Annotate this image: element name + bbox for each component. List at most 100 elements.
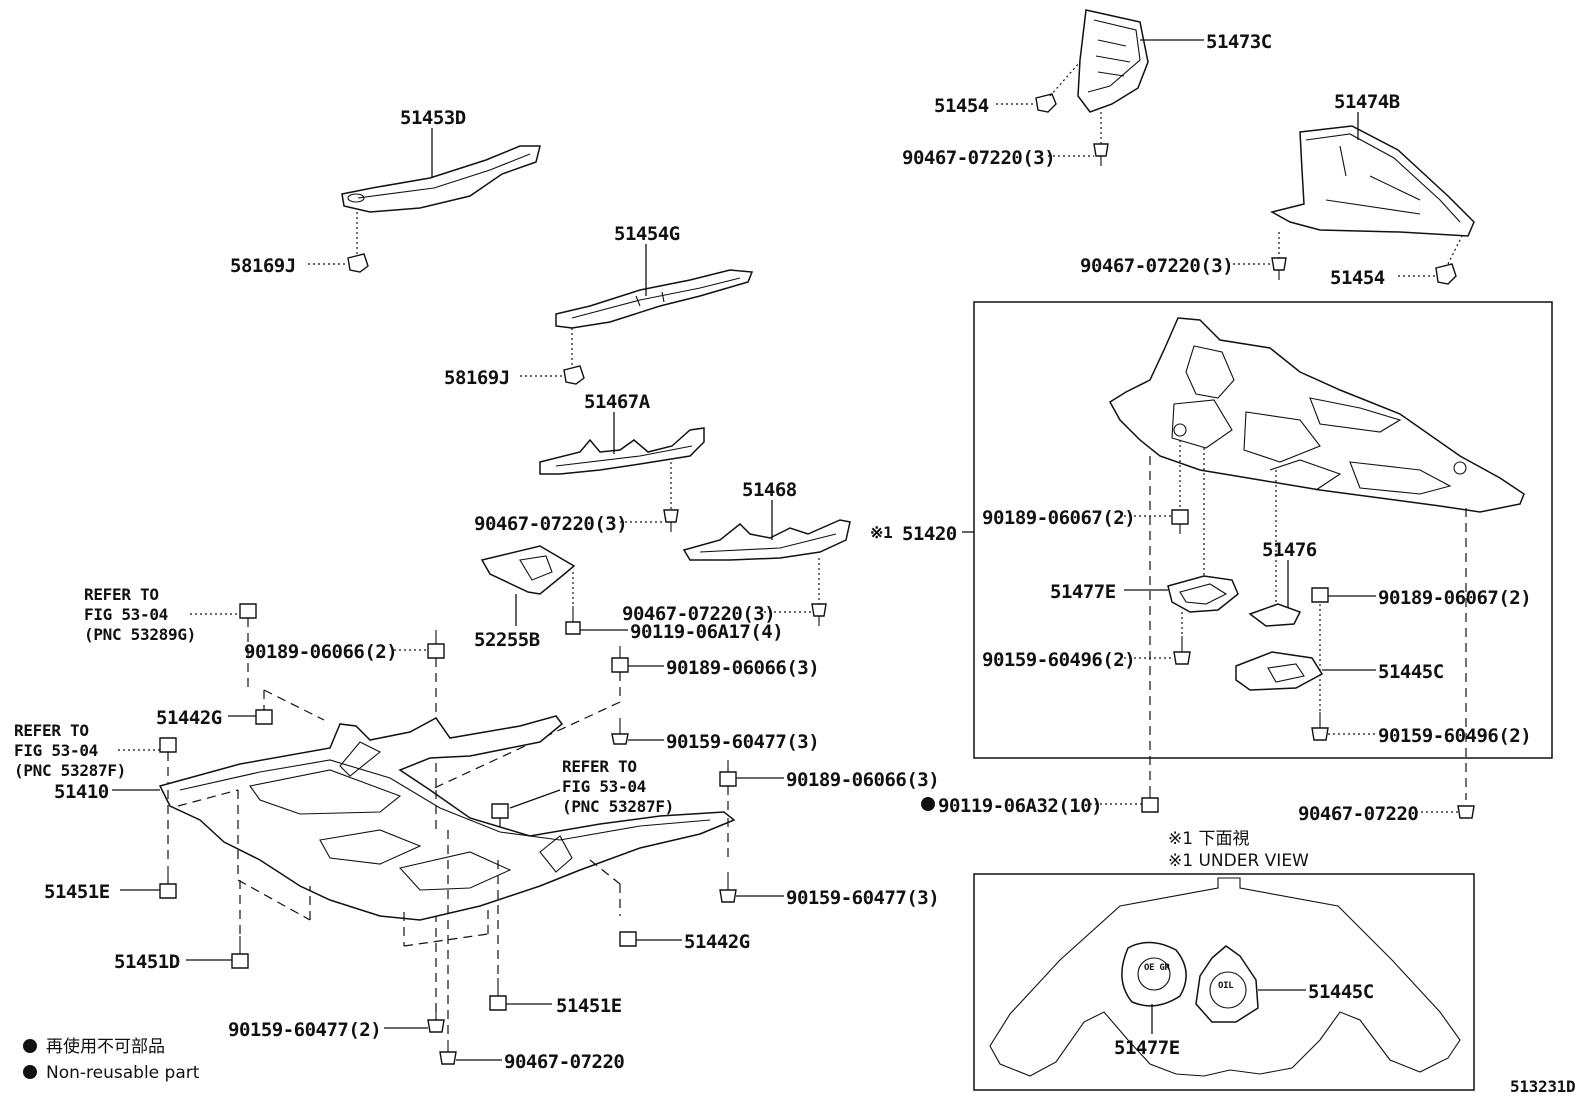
refer-1-line-2: FIG 53-04 — [84, 605, 168, 624]
label-51453D: 51453D — [400, 107, 466, 129]
label-51474B: 51474B — [1334, 91, 1400, 113]
legend-non-reusable-en: Non-reusable part — [46, 1063, 200, 1083]
label-51445C-a: 51445C — [1378, 661, 1444, 683]
label-90159-60477-2: 90159-60477(2) — [228, 1019, 381, 1041]
clip-refer-2[interactable] — [159, 737, 177, 753]
bolt-51451E-b[interactable] — [489, 978, 507, 1011]
label-51420-prefix: ※1 — [870, 523, 892, 542]
label-90159-60496-2-b: 90159-60496(2) — [1378, 725, 1531, 747]
refer-1-line-3: (PNC 53289G) — [84, 625, 196, 644]
label-90159-60477-3-b: 90159-60477(3) — [786, 887, 939, 909]
label-51451E-a: 51451E — [44, 881, 110, 903]
part-51420[interactable] — [1108, 317, 1525, 513]
bolt-90467-07220-lower[interactable] — [811, 603, 827, 626]
bolt-90159-60477-3-a[interactable] — [611, 718, 629, 745]
label-51451D: 51451D — [114, 951, 180, 973]
label-51477E-a: 51477E — [1050, 581, 1116, 603]
refer-2-line-3: (PNC 53287F) — [14, 761, 126, 780]
under-view-51477E[interactable]: OE GR — [1121, 941, 1187, 1007]
bolt-90467-07220-mid[interactable] — [663, 509, 679, 532]
under-view-en: ※1 UNDER VIEW — [1168, 851, 1309, 871]
label-90467-07220-box: 90467-07220 — [1298, 803, 1418, 825]
label-90467-07220-3-lower: 90467-07220(3) — [622, 603, 775, 625]
refer-2-line-1: REFER TO — [14, 721, 89, 740]
clip-51454-right[interactable] — [1435, 263, 1457, 285]
label-51454G: 51454G — [614, 223, 680, 245]
clip-58169J-a[interactable] — [347, 253, 369, 273]
label-51420: 51420 — [902, 523, 957, 545]
label-90189-06067-2-b: 90189-06067(2) — [1378, 587, 1531, 609]
clip-51442G-b[interactable] — [619, 931, 637, 947]
label-51467A: 51467A — [584, 391, 651, 413]
refer-3-line-2: FIG 53-04 — [562, 777, 646, 796]
label-90159-60477-3-a: 90159-60477(3) — [666, 731, 819, 753]
non-reusable-marker-jp — [23, 1039, 37, 1053]
legend-non-reusable-jp: 再使用不可部品 — [46, 1036, 165, 1057]
label-90189-06066-3-b: 90189-06066(3) — [786, 769, 939, 791]
label-51468: 51468 — [742, 479, 797, 501]
bolt-90159-60477-3-b[interactable] — [719, 872, 737, 903]
clip-refer-3[interactable] — [491, 803, 509, 819]
clip-90189-06067-b[interactable] — [1311, 587, 1329, 603]
label-90467-07220-3-right: 90467-07220(3) — [1080, 255, 1233, 277]
label-51473C: 51473C — [1206, 31, 1272, 53]
clip-58169J-b[interactable] — [563, 365, 585, 385]
bolt-90467-07220-right[interactable] — [1271, 257, 1287, 280]
label-51442G-a: 51442G — [156, 707, 222, 729]
label-51445C-b: 51445C — [1308, 981, 1374, 1003]
under-view-jp: ※1 下面視 — [1168, 829, 1249, 849]
non-reusable-marker-en — [23, 1065, 37, 1079]
clip-51442G-a[interactable] — [255, 709, 273, 725]
label-90189-06066-2: 90189-06066(2) — [244, 641, 397, 663]
under-view-cover — [989, 877, 1461, 1077]
label-90189-06066-3-a: 90189-06066(3) — [666, 657, 819, 679]
part-51476[interactable] — [1248, 603, 1302, 627]
clip-90189-06067-a[interactable] — [1171, 509, 1189, 534]
detail-box-51420 — [973, 301, 1553, 759]
clip-refer-1[interactable] — [239, 603, 257, 619]
bolt-90159-60496-a[interactable] — [1173, 636, 1191, 665]
part-51454G[interactable] — [555, 269, 754, 329]
part-52255B[interactable] — [480, 545, 576, 595]
label-90467-07220-3-top: 90467-07220(3) — [902, 147, 1055, 169]
part-51474B[interactable] — [1269, 125, 1475, 237]
clip-90189-06066-3-a[interactable] — [611, 646, 629, 673]
part-51468[interactable] — [682, 519, 851, 561]
bolt-90467-07220-box[interactable] — [1457, 805, 1475, 819]
clip-51454-top[interactable] — [1035, 93, 1057, 113]
bolt-90159-60496-b[interactable] — [1311, 712, 1329, 741]
label-51442G-b: 51442G — [684, 931, 750, 953]
part-51473C[interactable] — [1077, 9, 1149, 113]
label-58169J-a: 58169J — [230, 255, 296, 277]
label-90119-06A32: 90119-06A32(10) — [938, 795, 1102, 817]
refer-3-line-3: (PNC 53287F) — [562, 797, 674, 816]
part-51477E[interactable] — [1167, 575, 1239, 613]
label-51454-top: 51454 — [934, 95, 989, 117]
part-51467A[interactable] — [539, 427, 705, 475]
bolt-90119-06A17[interactable] — [565, 606, 581, 635]
label-90189-06067-2-a: 90189-06067(2) — [982, 507, 1135, 529]
bolt-90119-06A32[interactable] — [1141, 790, 1159, 813]
figure-code: 513231D — [1510, 1077, 1575, 1096]
label-51454-right: 51454 — [1330, 267, 1385, 289]
clip-90189-06066-3-b[interactable] — [719, 760, 737, 787]
part-51410[interactable] — [158, 715, 736, 921]
mark-oe-gr: OE GR — [1144, 963, 1170, 973]
label-51477E-b: 51477E — [1114, 1037, 1180, 1059]
bolt-90467-07220-bottom[interactable] — [439, 1040, 457, 1065]
under-view-51445C[interactable]: OIL — [1195, 945, 1259, 1023]
label-90119-06A17: 90119-06A17(4) — [630, 621, 783, 643]
bolt-90159-60477-2[interactable] — [427, 1006, 445, 1033]
part-51445C[interactable] — [1235, 651, 1324, 691]
part-51453D[interactable] — [341, 145, 541, 213]
clip-90189-06066-2[interactable] — [427, 630, 445, 659]
refer-3-line-1: REFER TO — [562, 757, 637, 776]
under-view-box — [973, 873, 1475, 1091]
label-51476: 51476 — [1262, 539, 1317, 561]
bolt-51451D[interactable] — [231, 936, 249, 969]
non-reusable-marker-06A32 — [921, 797, 935, 811]
bolt-51451E-a[interactable] — [159, 866, 177, 899]
label-51451E-b: 51451E — [556, 995, 622, 1017]
bolt-90467-07220-top[interactable] — [1093, 143, 1109, 166]
